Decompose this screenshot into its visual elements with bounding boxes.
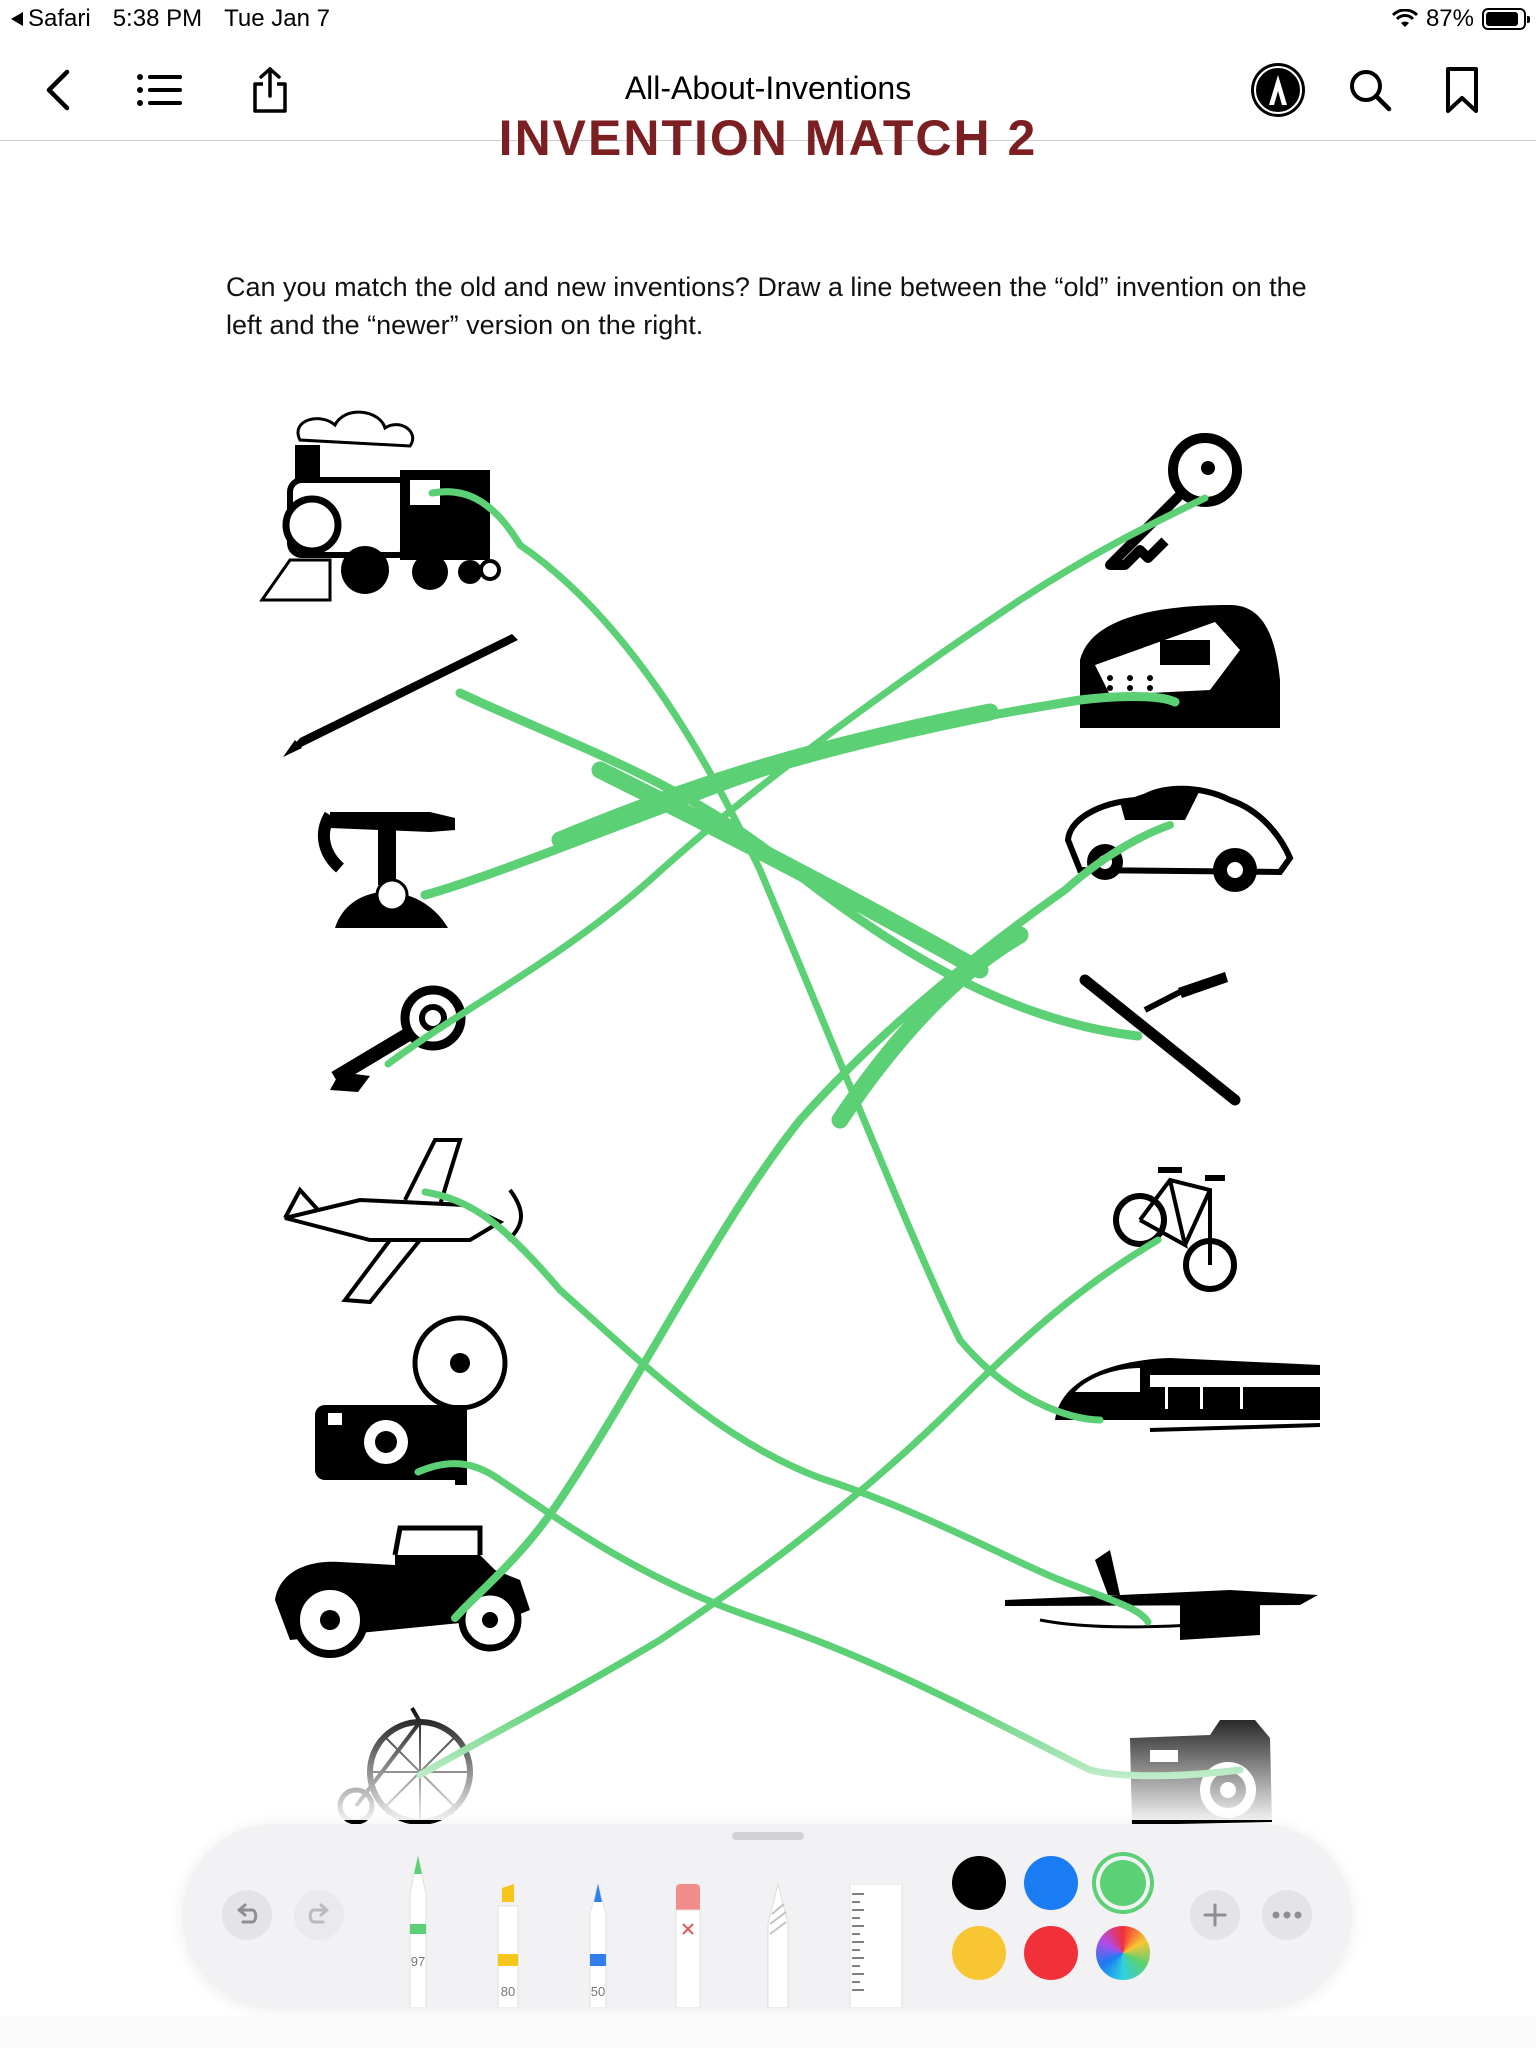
worksheet-heading: INVENTION MATCH 2 [498,110,1038,158]
match-line-car [451,821,1174,1622]
marker-icon [497,1884,519,2009]
undo-icon [237,1903,258,1924]
color-swatch-green[interactable] [1100,1860,1146,1906]
add-shape-button[interactable] [1190,1890,1240,1940]
steam-locomotive-image [259,410,501,602]
match-line-key [384,494,1209,1068]
battery-percent: 87% [1425,5,1474,32]
biplane-image [283,1138,523,1305]
bookmark-button[interactable] [1432,60,1492,120]
page-title: All-About-Inventions [624,70,912,106]
match-line-car-thick [831,926,1029,1129]
match-line-phone-thick [551,703,999,849]
pencil-icon [589,1882,607,2009]
redo-button[interactable] [294,1890,344,1940]
seaplane-image [1005,1550,1318,1640]
match-line-quill [455,688,1143,1041]
modern-key-image [1105,433,1242,570]
lasso-icon [767,1883,789,2009]
color-swatch-red[interactable] [1024,1926,1078,1980]
status-date: Tue Jan 7 [224,5,330,32]
back-button[interactable] [28,60,88,120]
list-icon [137,74,182,106]
battery-icon [1482,8,1530,30]
redo-icon [308,1903,329,1924]
match-line-biplane [421,1188,1152,1626]
sports-car-image [1064,785,1294,892]
pen-icon [409,1855,427,2009]
match-line-train [428,488,1104,1424]
status-bar: Safari 5:38 PM Tue Jan 7 87% [0,0,1536,40]
toolbar-grabber[interactable] [732,1832,804,1840]
quill-pen-image [283,634,518,757]
back-triangle-icon [11,12,23,26]
eraser-icon [675,1884,701,2009]
share-button[interactable] [240,60,300,120]
back-to-app-link[interactable]: Safari [10,5,91,33]
road-bicycle-image [1113,1167,1237,1292]
color-swatch-blue[interactable] [1024,1856,1078,1910]
search-button[interactable] [1340,60,1400,120]
worksheet-instructions: Can you match the old and new inventions… [226,272,1307,340]
bottom-strip [0,2016,1536,2048]
bookmark-icon [1446,67,1478,113]
undo-button[interactable] [222,1890,272,1940]
table-of-contents-button[interactable] [130,60,190,120]
back-app-label: Safari [28,5,91,32]
color-picker-wheel[interactable] [1096,1926,1150,1980]
pen-width-label: 97 [410,1954,426,1969]
ellipsis-icon [1272,1911,1302,1919]
navigation-bar: All-About-Inventions [0,40,1536,141]
pen-tool[interactable]: 97 [398,1854,438,2009]
search-icon [1350,70,1392,112]
match-line-quill-thick [591,761,989,979]
pencil-width-label: 50 [590,1984,606,1999]
markup-button[interactable] [1248,60,1308,120]
wifi-icon [1391,9,1418,27]
match-line-phone [420,692,1180,900]
drawn-match-lines [384,488,1244,1780]
status-time: 5:38 PM [112,5,203,32]
markup-pen-icon [1251,63,1305,117]
ruler-tool[interactable] [848,1883,904,2009]
share-icon [253,67,287,113]
chevron-left-icon [46,69,70,111]
vintage-car-image [275,1525,530,1658]
eraser-tool[interactable] [668,1884,708,2009]
more-options-button[interactable] [1262,1890,1312,1940]
marker-tool[interactable]: 80 [488,1884,528,2009]
color-swatch-yellow[interactable] [952,1926,1006,1980]
lasso-tool[interactable] [758,1883,798,2009]
color-swatch-black[interactable] [952,1856,1006,1910]
markup-toolbar: 97 80 50 [182,1824,1352,2009]
page-bottom-fade [0,1700,1536,1820]
match-line-bicycle [416,1236,1162,1779]
bullet-train-image [1055,1358,1321,1432]
plus-icon [1203,1903,1227,1927]
candlestick-telephone-image [317,811,455,928]
flash-camera-image [315,1315,508,1485]
marker-width-label: 80 [500,1984,516,1999]
desk-phone-image [1080,605,1280,728]
pencil-tool[interactable]: 50 [578,1882,618,2009]
ruler-icon [849,1883,903,2009]
skeleton-key-image [330,985,466,1092]
modern-pen-image [1079,972,1241,1106]
